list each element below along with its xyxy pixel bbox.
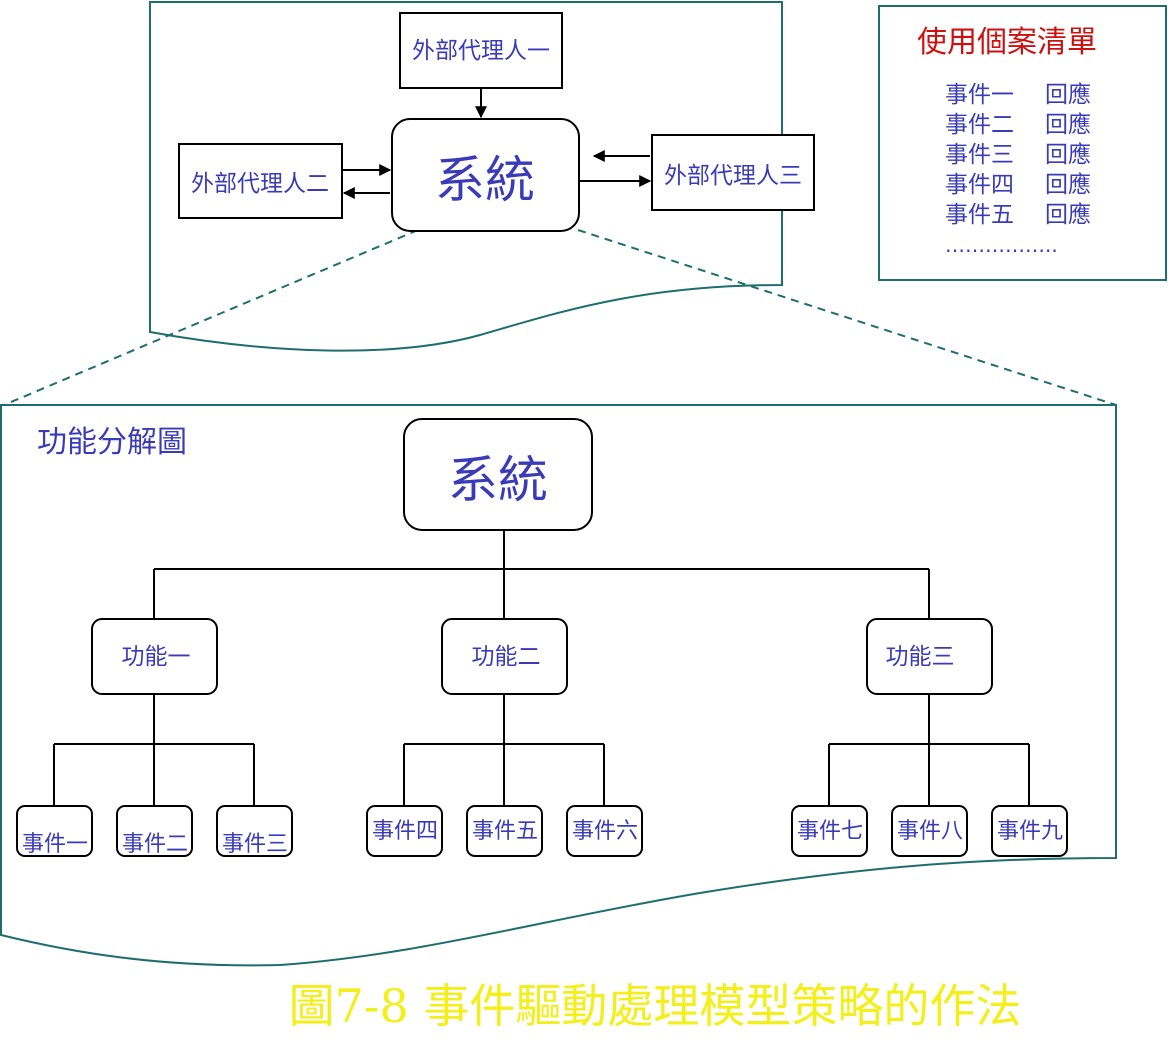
use-case-event: 事件五 bbox=[945, 202, 1014, 228]
event-2-label: 事件二 bbox=[122, 832, 188, 857]
event-3-label: 事件三 bbox=[222, 832, 288, 857]
use-case-event: 事件一 bbox=[945, 82, 1014, 108]
use-case-response: 回應 bbox=[1045, 202, 1091, 228]
use-case-list-title: 使用個案清單 bbox=[917, 25, 1097, 60]
external-agent-3-box bbox=[651, 134, 815, 211]
event-1-box bbox=[16, 805, 93, 857]
use-case-event: 事件四 bbox=[945, 172, 1014, 198]
zoom-line-left bbox=[3, 229, 419, 406]
use-case-response: 回應 bbox=[1045, 82, 1091, 108]
use-case-response: 回應 bbox=[1045, 112, 1091, 138]
function-3-label: 功能三 bbox=[886, 644, 955, 670]
use-case-ellipsis: …………….. bbox=[945, 233, 1058, 257]
context-system-label: 系統 bbox=[435, 151, 535, 209]
context-frame bbox=[149, 1, 783, 352]
context-system-box bbox=[391, 118, 580, 232]
event-9-box bbox=[991, 805, 1068, 857]
event-8-box bbox=[891, 805, 968, 857]
event-8-label: 事件八 bbox=[897, 819, 963, 844]
use-case-list-box bbox=[878, 5, 1167, 281]
external-agent-2-label: 外部代理人二 bbox=[191, 171, 329, 197]
function-2-label: 功能二 bbox=[472, 644, 541, 670]
decomposition-title: 功能分解圖 bbox=[37, 425, 187, 460]
event-7-box bbox=[791, 805, 868, 857]
use-case-event: 事件二 bbox=[945, 112, 1014, 138]
root-system-label: 系統 bbox=[448, 451, 548, 509]
event-4-box bbox=[366, 805, 443, 857]
use-case-event: 事件三 bbox=[945, 142, 1014, 168]
event-7-label: 事件七 bbox=[797, 819, 863, 844]
event-6-box bbox=[566, 805, 643, 857]
event-1-label: 事件一 bbox=[22, 832, 88, 857]
zoom-line-right bbox=[577, 229, 1117, 406]
event-4-label: 事件四 bbox=[372, 819, 438, 844]
event-5-box bbox=[466, 805, 543, 857]
event-3-box bbox=[216, 805, 293, 857]
function-1-label: 功能一 bbox=[122, 644, 191, 670]
event-6-label: 事件六 bbox=[572, 819, 638, 844]
use-case-response: 回應 bbox=[1045, 172, 1091, 198]
event-2-box bbox=[116, 805, 193, 857]
event-9-label: 事件九 bbox=[997, 819, 1063, 844]
figure-caption: 圖7-8 事件驅動處理模型策略的作法 bbox=[289, 979, 1022, 1033]
decomposition-frame bbox=[0, 404, 1117, 967]
external-agent-1-label: 外部代理人一 bbox=[412, 38, 550, 64]
external-agent-3-label: 外部代理人三 bbox=[664, 163, 802, 189]
external-agent-2-box bbox=[178, 143, 343, 219]
event-5-label: 事件五 bbox=[472, 819, 538, 844]
use-case-response: 回應 bbox=[1045, 142, 1091, 168]
root-system-box bbox=[403, 418, 593, 531]
